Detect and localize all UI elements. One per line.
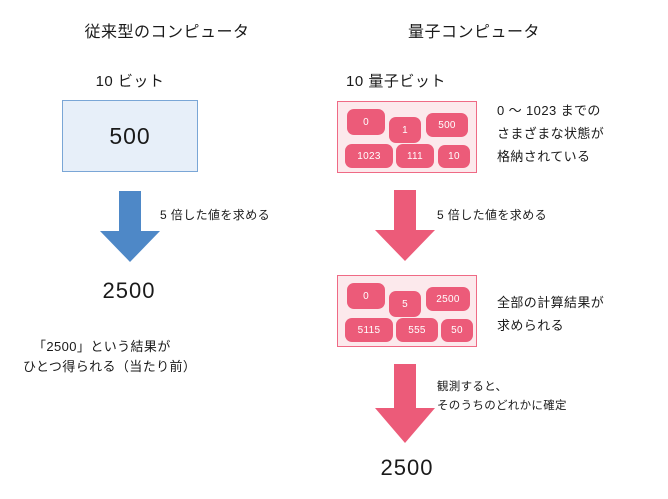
classical-bit-label: 10 ビット — [95, 73, 165, 90]
classical-column-title: 従来型のコンピュータ — [84, 24, 250, 41]
quantum-result-pill: 555 — [396, 318, 438, 342]
classical-note-line-1: 「2500」という結果が — [33, 339, 171, 354]
quantum-register-pill: 1023 — [345, 144, 393, 168]
quantum-register-note-line-3: 格納されている — [497, 149, 591, 164]
classical-result-value: 2500 — [102, 278, 156, 303]
quantum-result-pill: 5115 — [345, 318, 393, 342]
quantum-register-box: 0 1 500 1023 111 10 — [337, 101, 477, 173]
quantum-result-box: 0 5 2500 5115 555 50 — [337, 275, 477, 347]
quantum-result-pill: 0 — [347, 283, 385, 309]
quantum-register-pill: 500 — [426, 113, 468, 137]
quantum-multiply-arrow — [373, 190, 437, 262]
quantum-result-pill: 2500 — [426, 287, 470, 311]
quantum-result-pill: 50 — [441, 319, 473, 342]
quantum-register-pill: 111 — [396, 144, 434, 168]
quantum-register-note-line-1: 0 〜 1023 までの — [497, 103, 601, 118]
quantum-result-note-line-1: 全部の計算結果が — [497, 295, 605, 310]
quantum-result-pill: 5 — [389, 291, 421, 317]
quantum-register-note-line-2: さまざまな状態が — [497, 126, 605, 141]
quantum-register-pill: 10 — [438, 145, 470, 168]
classical-multiply-arrow — [98, 191, 162, 263]
classical-arrow-caption: 5 倍した値を求める — [160, 208, 271, 222]
classical-note-line-2: ひとつ得られる（当たり前） — [23, 359, 197, 374]
quantum-register-pill: 0 — [347, 109, 385, 135]
classical-bit-box-value: 500 — [109, 122, 151, 149]
quantum-bit-label: 10 量子ビット — [346, 73, 446, 90]
classical-bit-box: 500 — [62, 100, 198, 172]
quantum-result-note-line-2: 求められる — [497, 318, 565, 333]
quantum-register-pill: 1 — [389, 117, 421, 143]
quantum-measure-caption-line-2: そのうちのどれかに確定 — [437, 400, 567, 412]
quantum-arrow-caption: 5 倍した値を求める — [437, 208, 548, 222]
quantum-column-title: 量子コンピュータ — [407, 24, 540, 41]
quantum-measure-caption-line-1: 観測すると、 — [437, 381, 508, 393]
quantum-measure-arrow — [373, 364, 437, 444]
quantum-final-value: 2500 — [380, 455, 434, 480]
